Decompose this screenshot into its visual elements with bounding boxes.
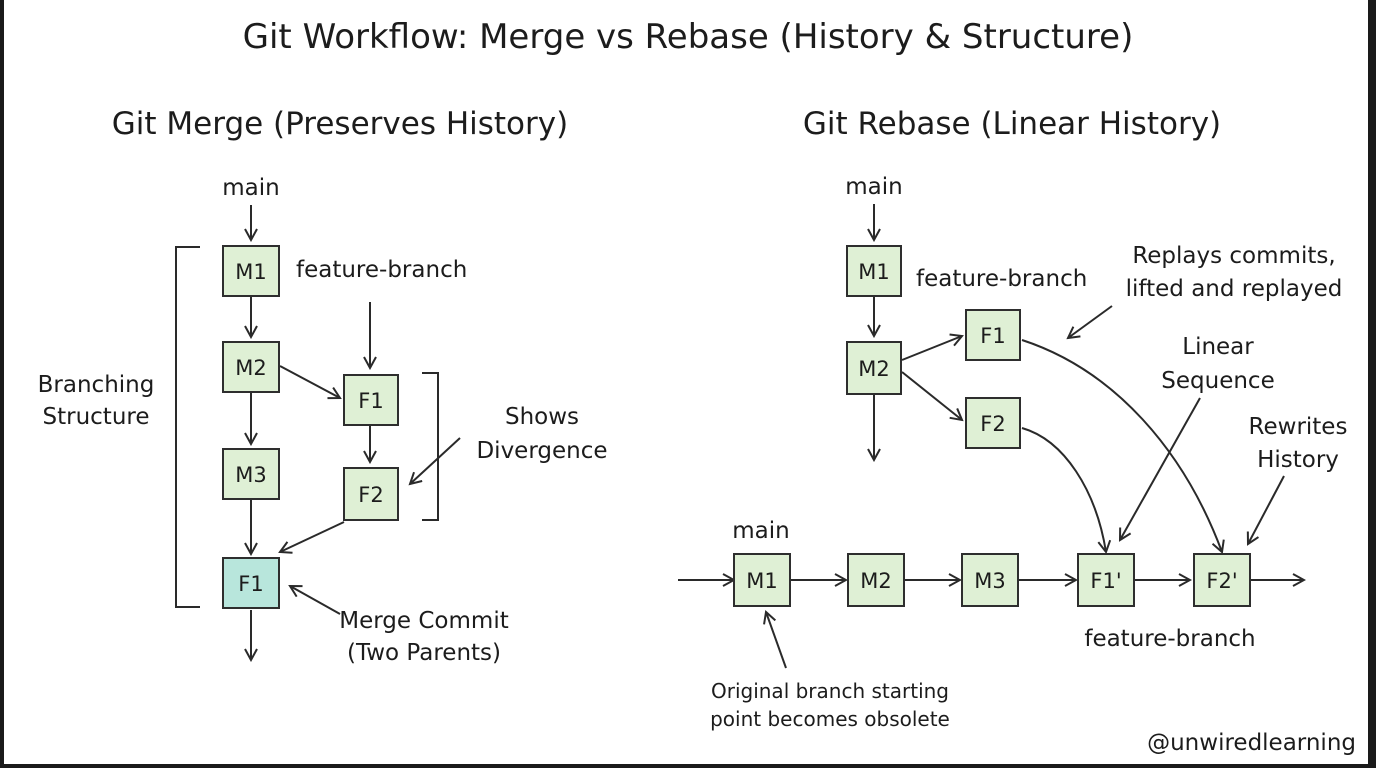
rewrites-label-line2: History (1257, 447, 1339, 473)
rebase-node-f2: F2 (965, 397, 1021, 449)
rebase-linear-node-f1-prime: F1' (1077, 553, 1135, 607)
obsolete-label-line2: point becomes obsolete (710, 707, 950, 731)
rewrites-label-line1: Rewrites (1249, 414, 1348, 440)
svg-text:M1: M1 (235, 260, 266, 284)
merge-node-f1: F1 (343, 374, 399, 426)
diagram-svg: Git Workflow: Merge vs Rebase (History &… (38, 17, 1356, 756)
merge-node-m3: M3 (222, 448, 280, 500)
rebase-node-m1: M1 (846, 245, 902, 297)
divergence-bracket (422, 372, 439, 521)
divergence-label-line1: Shows (505, 404, 579, 430)
arrow-merge-commit-pointer (290, 586, 341, 615)
rebase-linear-node-m3: M3 (961, 553, 1019, 607)
obsolete-label-line1: Original branch starting (711, 679, 949, 703)
rebase-heading: Git Rebase (Linear History) (803, 106, 1221, 142)
svg-text:M1: M1 (858, 260, 889, 284)
svg-text:F1: F1 (358, 389, 383, 413)
arrow-rewrites-pointer (1248, 475, 1285, 544)
branching-label-line1: Branching (38, 372, 155, 398)
merge-node-m2: M2 (222, 341, 280, 393)
rebase-node-m2: M2 (846, 341, 902, 395)
svg-text:F2: F2 (980, 412, 1005, 436)
rebase-main-label-bottom: main (732, 518, 789, 544)
linear-label-line1: Linear (1182, 334, 1254, 360)
svg-text:F1: F1 (238, 572, 263, 596)
arrow-m2-to-f1 (279, 365, 340, 398)
branching-bracket (175, 246, 200, 608)
svg-text:F1: F1 (980, 324, 1005, 348)
linear-label-line2: Sequence (1161, 368, 1274, 394)
svg-text:F1': F1' (1090, 569, 1121, 593)
rebase-linear-node-f2-prime: F2' (1193, 553, 1251, 607)
merge-feature-branch-label: feature-branch (296, 257, 467, 283)
arrow-rb-m2-to-f2 (901, 371, 962, 420)
page-title: Git Workflow: Merge vs Rebase (History &… (243, 17, 1134, 57)
svg-text:M2: M2 (860, 569, 891, 593)
svg-text:M3: M3 (235, 463, 266, 487)
svg-text:F2: F2 (358, 483, 383, 507)
merge-commit-label-line1: Merge Commit (339, 608, 508, 634)
arrow-replay-f1-to-f2p (1021, 339, 1222, 552)
svg-text:M1: M1 (746, 569, 777, 593)
credit-handle: @unwiredlearning (1147, 730, 1356, 756)
branching-label-line2: Structure (43, 404, 150, 430)
rebase-main-label-top: main (845, 174, 902, 200)
svg-text:F2': F2' (1206, 569, 1237, 593)
merge-node-f2: F2 (343, 467, 399, 521)
rebase-linear-node-m1: M1 (733, 553, 791, 607)
merge-commit-label-line2: (Two Parents) (347, 640, 501, 666)
arrow-replay-f2-to-f1p (1021, 427, 1106, 552)
merge-main-label: main (222, 175, 279, 201)
rebase-node-f1: F1 (965, 309, 1021, 361)
merge-node-m1: M1 (222, 245, 280, 297)
arrow-linear-pointer (1120, 397, 1201, 540)
divergence-label-line2: Divergence (476, 438, 607, 464)
rebase-linear-node-m2: M2 (847, 553, 905, 607)
merge-commit-node: F1 (222, 557, 280, 609)
arrow-replays-pointer (1068, 305, 1113, 338)
rebase-feature-label-bottom: feature-branch (1084, 626, 1255, 652)
merge-heading: Git Merge (Preserves History) (112, 106, 568, 142)
replays-label-line2: lifted and replayed (1126, 276, 1343, 302)
replays-label-line1: Replays commits, (1132, 243, 1335, 269)
svg-text:M2: M2 (235, 356, 266, 380)
svg-text:M3: M3 (974, 569, 1005, 593)
arrow-f2-to-merge (280, 521, 345, 552)
arrow-rb-m2-to-f1 (901, 336, 962, 361)
svg-text:M2: M2 (858, 357, 889, 381)
arrow-divergence-pointer (410, 437, 461, 484)
diagram-canvas: Git Workflow: Merge vs Rebase (History &… (4, 0, 1368, 764)
arrow-obsolete-pointer (766, 612, 787, 669)
rebase-feature-label-top: feature-branch (916, 266, 1087, 292)
